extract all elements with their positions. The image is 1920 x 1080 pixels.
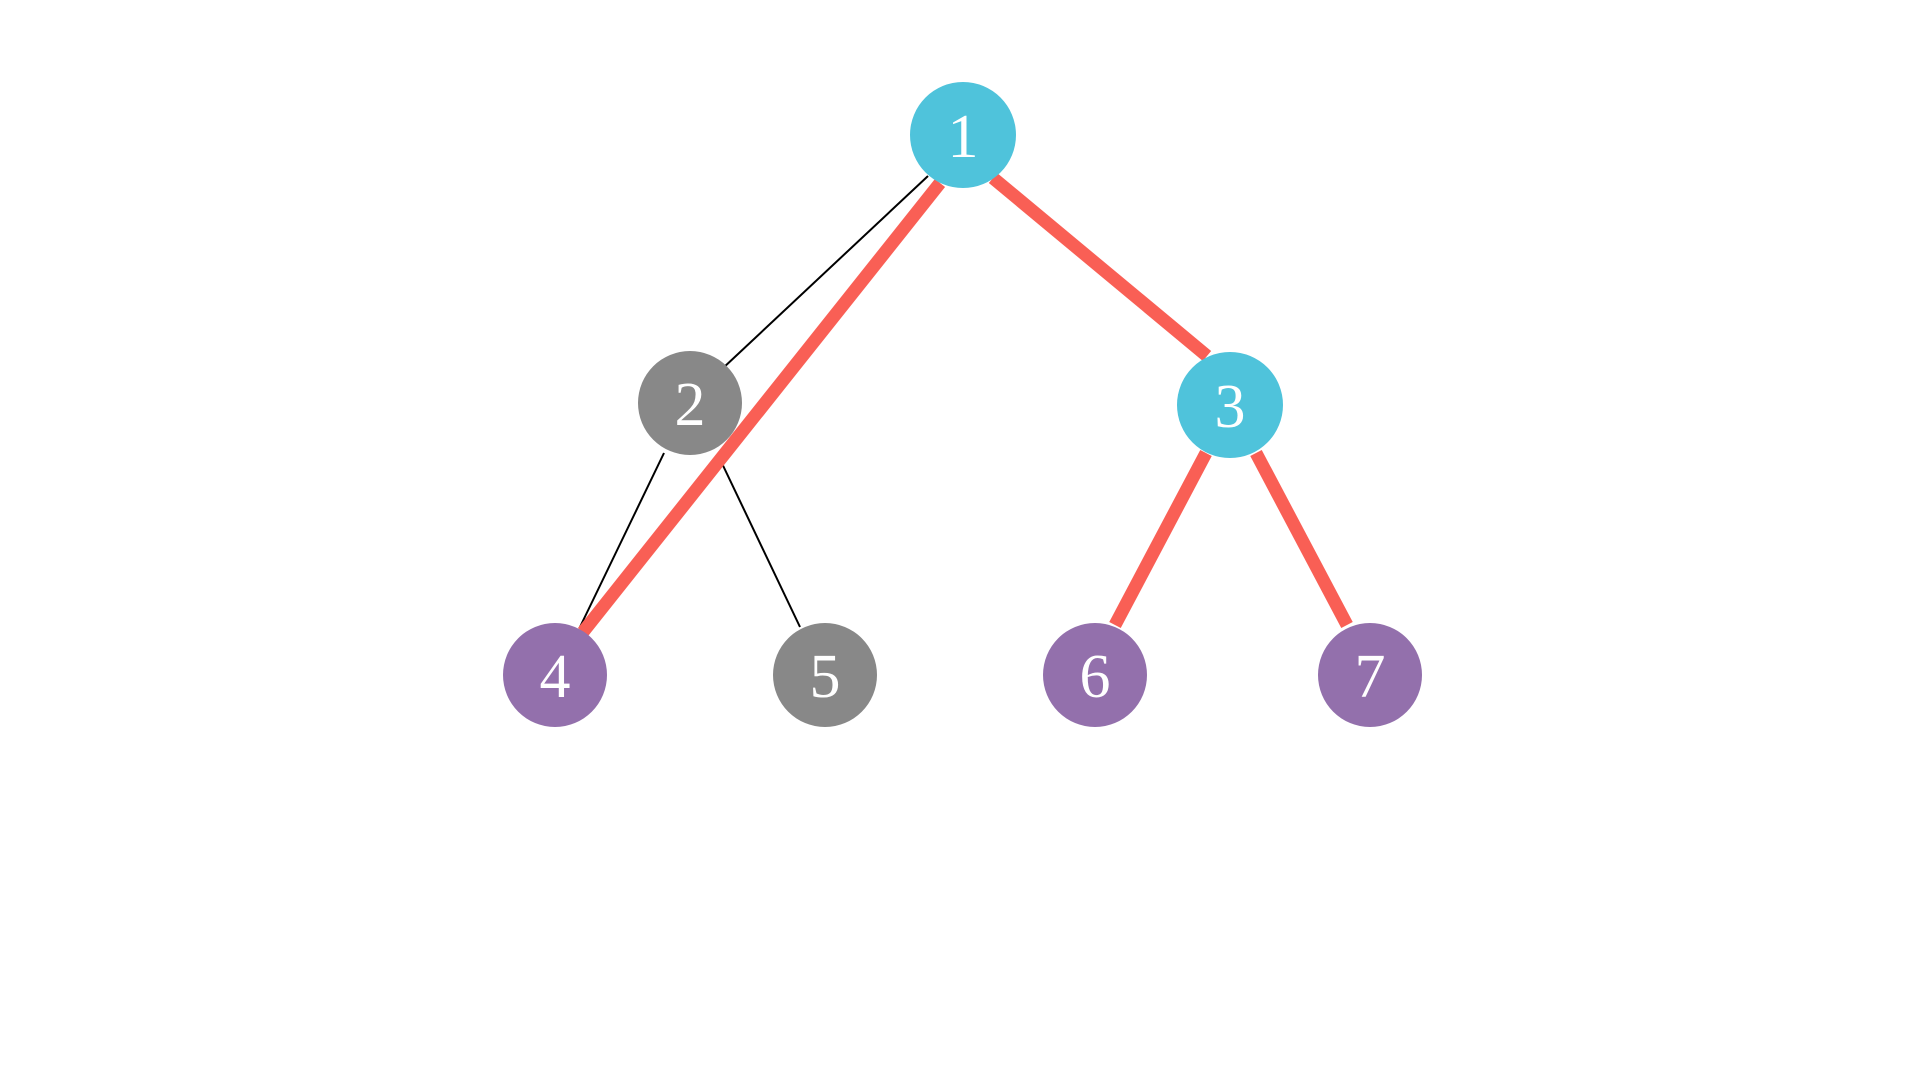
node-circle-4[interactable] xyxy=(503,623,607,727)
tree-node-4[interactable]: 4 xyxy=(503,623,607,727)
node-circle-5[interactable] xyxy=(773,623,877,727)
node-label-7: 7 xyxy=(1355,643,1386,711)
tree-edge-n3-n6 xyxy=(1109,449,1212,629)
node-label-6: 6 xyxy=(1080,643,1111,711)
tree-edge-n1-n3 xyxy=(988,173,1212,361)
tree-node-6[interactable]: 6 xyxy=(1043,623,1147,727)
nodes-layer: 1 2 3 4 5 6 7 xyxy=(503,82,1422,727)
tree-node-7[interactable]: 7 xyxy=(1318,623,1422,727)
node-circle-1[interactable] xyxy=(910,82,1016,188)
node-label-5: 5 xyxy=(810,643,841,711)
tree-edge-n1-n2 xyxy=(721,175,929,370)
tree-node-2[interactable]: 2 xyxy=(638,351,742,455)
node-label-4: 4 xyxy=(540,643,571,711)
edges-layer xyxy=(577,173,1353,637)
tree-node-3[interactable]: 3 xyxy=(1177,352,1283,458)
tree-edge-n2-n5 xyxy=(717,454,801,628)
tree-edge-n2-n4 xyxy=(579,452,665,628)
node-circle-2[interactable] xyxy=(638,351,742,455)
node-label-1: 1 xyxy=(948,103,979,171)
tree-node-5[interactable]: 5 xyxy=(773,623,877,727)
node-label-3: 3 xyxy=(1215,373,1246,441)
node-circle-6[interactable] xyxy=(1043,623,1147,727)
tree-node-1[interactable]: 1 xyxy=(910,82,1016,188)
tree-edge-n3-n7 xyxy=(1250,449,1353,629)
node-circle-3[interactable] xyxy=(1177,352,1283,458)
tree-edge-n1-n4 xyxy=(577,178,946,637)
node-circle-7[interactable] xyxy=(1318,623,1422,727)
node-label-2: 2 xyxy=(675,371,706,439)
